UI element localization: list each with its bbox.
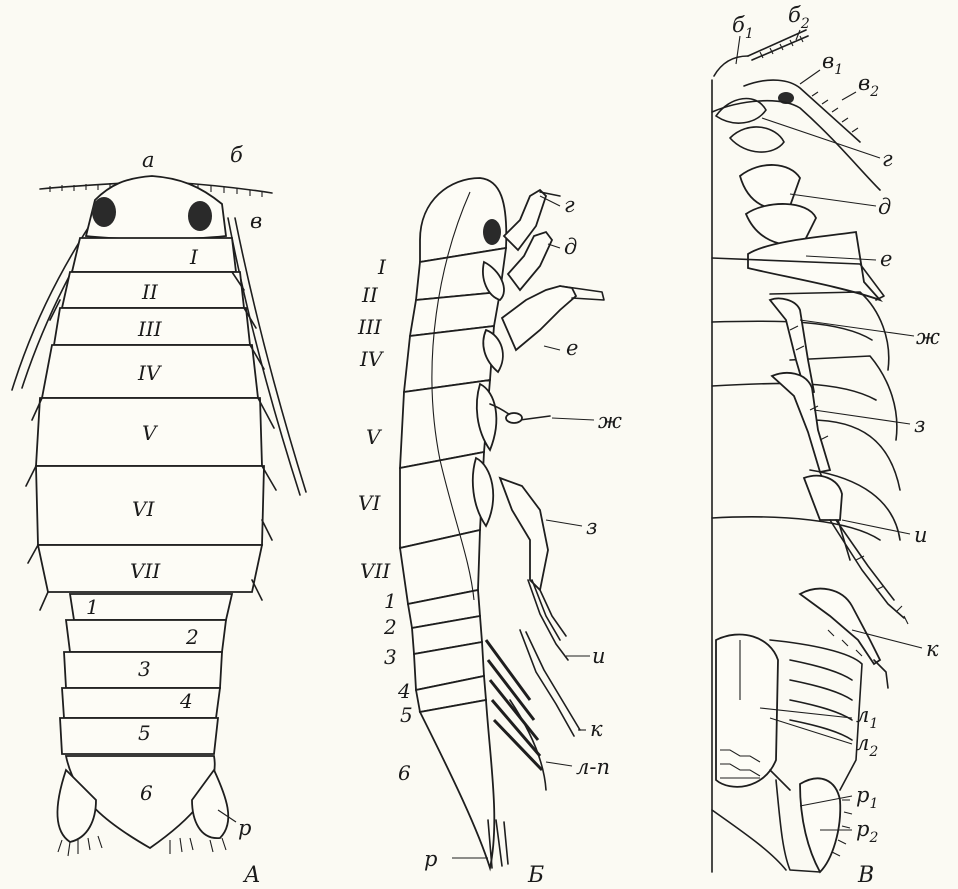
- eye-right: [188, 201, 212, 231]
- label-b-seg-7: VII: [360, 559, 391, 583]
- c-uropod-r1: [770, 770, 790, 790]
- label-a-seg-3: III: [137, 317, 163, 341]
- label-a-pleon-6: 6: [140, 781, 153, 805]
- label-b-pleon-5: 5: [400, 703, 413, 727]
- label-a-pleon-5: 5: [138, 721, 151, 745]
- limb-e: [502, 286, 576, 350]
- label-a-seg-2: II: [141, 280, 159, 304]
- label-c-b1: б1: [732, 13, 754, 42]
- label-b-uropod: р: [424, 847, 437, 871]
- label-a-seg-1: I: [189, 245, 199, 269]
- label-a-seg-5: V: [142, 421, 159, 445]
- label-b-seg-5: V: [366, 425, 383, 449]
- limb-k: [520, 630, 574, 736]
- label-b-limb-z: з: [586, 515, 597, 539]
- label-c-limb-e: е: [880, 247, 892, 271]
- label-a-pleon-1: 1: [86, 595, 99, 619]
- label-c-limb-k: к: [926, 637, 939, 661]
- label-b-pleon-1: 1: [384, 589, 397, 613]
- label-b-limb-i: и: [592, 644, 606, 668]
- label-b-pleon-4: 4: [397, 679, 411, 703]
- c-limb-i: [804, 476, 842, 520]
- label-c-limb-z: з: [914, 413, 925, 437]
- c-uropod-r2: [800, 778, 840, 872]
- label-c-b2: б2: [788, 3, 810, 32]
- antenna-b1: [714, 56, 748, 76]
- label-a-seg-7: VII: [130, 559, 161, 583]
- panel-a-label: А: [242, 863, 261, 888]
- antenna-b2: [748, 30, 806, 56]
- label-b-pleon-6: 6: [398, 761, 411, 785]
- panel-c-half-view: б1 б2 в1 в2 г д е ж з и к л1 л2 р1 р2 В: [712, 3, 940, 888]
- label-b-limb-k: к: [590, 717, 603, 741]
- label-b-seg-6: VI: [358, 491, 381, 515]
- pleon-segment-2: [66, 620, 226, 652]
- label-a-antenna-2: в: [250, 209, 262, 233]
- label-a-head: а: [142, 148, 155, 172]
- b-telson: [420, 700, 494, 868]
- label-b-limb-l-p: л-п: [576, 755, 610, 779]
- label-c-limb-zh: ж: [916, 325, 940, 349]
- label-a-antenna-1: б: [230, 143, 243, 167]
- label-b-limb-g: г: [564, 193, 575, 217]
- limb-z: [500, 478, 548, 590]
- label-a-seg-4: IV: [137, 361, 163, 385]
- pleon-segment-4: [62, 688, 220, 718]
- label-c-pleopod-l2: л2: [856, 731, 878, 760]
- panel-b-label: Б: [527, 863, 544, 888]
- thorax-segment-1: [72, 238, 236, 272]
- label-b-pleon-3: 3: [384, 645, 397, 669]
- label-c-v2: в2: [858, 71, 879, 100]
- label-c-v1: в1: [822, 49, 843, 78]
- label-a-pleon-4: 4: [179, 689, 193, 713]
- panel-b-lateral-view: I II III IV V VI VII 1 2 3 4 5 6 г д е ж…: [357, 178, 622, 888]
- eye-left: [92, 197, 116, 227]
- label-a-uropod: р: [238, 816, 251, 840]
- c-limb-e: [748, 232, 880, 300]
- panel-a-dorsal-view: а б в I II III IV V VI VII 1 2 3 4 5 6 р…: [12, 143, 306, 888]
- label-b-pleon-2: 2: [383, 615, 397, 639]
- antenna-v2: [744, 80, 860, 142]
- label-a-pleon-2: 2: [185, 625, 199, 649]
- label-b-seg-2: II: [361, 283, 379, 307]
- label-c-uropod-r2: р2: [856, 817, 878, 846]
- label-c-pleopod-l1: л1: [856, 703, 878, 732]
- c-limb-z: [772, 373, 830, 472]
- panel-c-label: В: [857, 863, 874, 888]
- label-a-pleon-3: 3: [138, 657, 151, 681]
- label-b-limb-e: е: [566, 336, 578, 360]
- label-b-limb-zh: ж: [598, 409, 622, 433]
- label-b-seg-3: III: [357, 315, 383, 339]
- label-c-uropod-r1: р1: [856, 783, 878, 812]
- label-b-seg-1: I: [377, 255, 387, 279]
- c-limb-d: [740, 165, 800, 209]
- label-c-limb-g: г: [882, 147, 893, 171]
- label-c-limb-i: и: [914, 523, 928, 547]
- label-a-seg-6: VI: [132, 497, 155, 521]
- label-b-limb-d: д: [564, 235, 577, 259]
- label-b-seg-4: IV: [359, 347, 385, 371]
- label-c-limb-d: д: [878, 195, 891, 219]
